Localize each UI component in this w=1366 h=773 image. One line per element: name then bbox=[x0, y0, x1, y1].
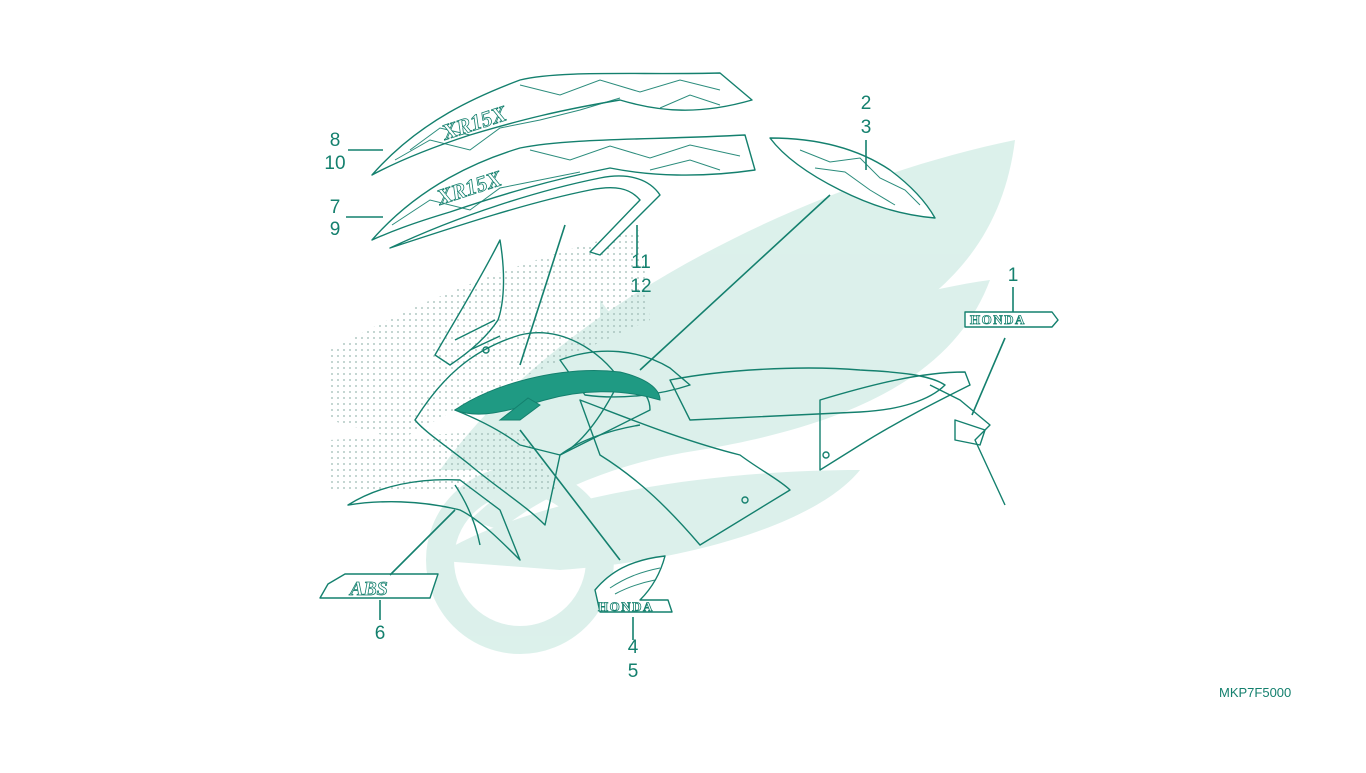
callout-1: 1 bbox=[1007, 265, 1019, 286]
abs-badge-text: ABS bbox=[348, 578, 388, 600]
abs-badge: ABS bbox=[319, 573, 439, 600]
callout-12: 12 bbox=[630, 276, 652, 297]
callout-3: 3 bbox=[860, 117, 872, 138]
honda-emblem-badge: HONDA bbox=[964, 311, 1059, 328]
callout-9: 9 bbox=[329, 219, 341, 240]
shading-dots bbox=[330, 230, 650, 490]
callout-2: 2 bbox=[860, 93, 872, 114]
drawing-code: MKP7F5000 bbox=[1219, 685, 1292, 700]
callout-10: 10 bbox=[324, 153, 346, 174]
leader-lines bbox=[346, 140, 1014, 640]
callout-7: 7 bbox=[329, 197, 341, 218]
honda-wing-badge: HONDA bbox=[594, 555, 673, 614]
honda-emblem-text: HONDA bbox=[970, 312, 1026, 327]
callout-11: 11 bbox=[631, 252, 651, 273]
callout-4: 4 bbox=[627, 637, 639, 658]
callout-5: 5 bbox=[627, 661, 639, 682]
tank-stripe-decal-lower: XR15X bbox=[371, 134, 756, 241]
shroud-stripe-decal bbox=[389, 175, 661, 256]
rear-side-decal bbox=[769, 137, 936, 219]
callout-6: 6 bbox=[374, 623, 386, 644]
honda-wing-text: HONDA bbox=[598, 599, 654, 614]
callout-8: 8 bbox=[329, 130, 341, 151]
motorcycle-body bbox=[347, 239, 1006, 561]
